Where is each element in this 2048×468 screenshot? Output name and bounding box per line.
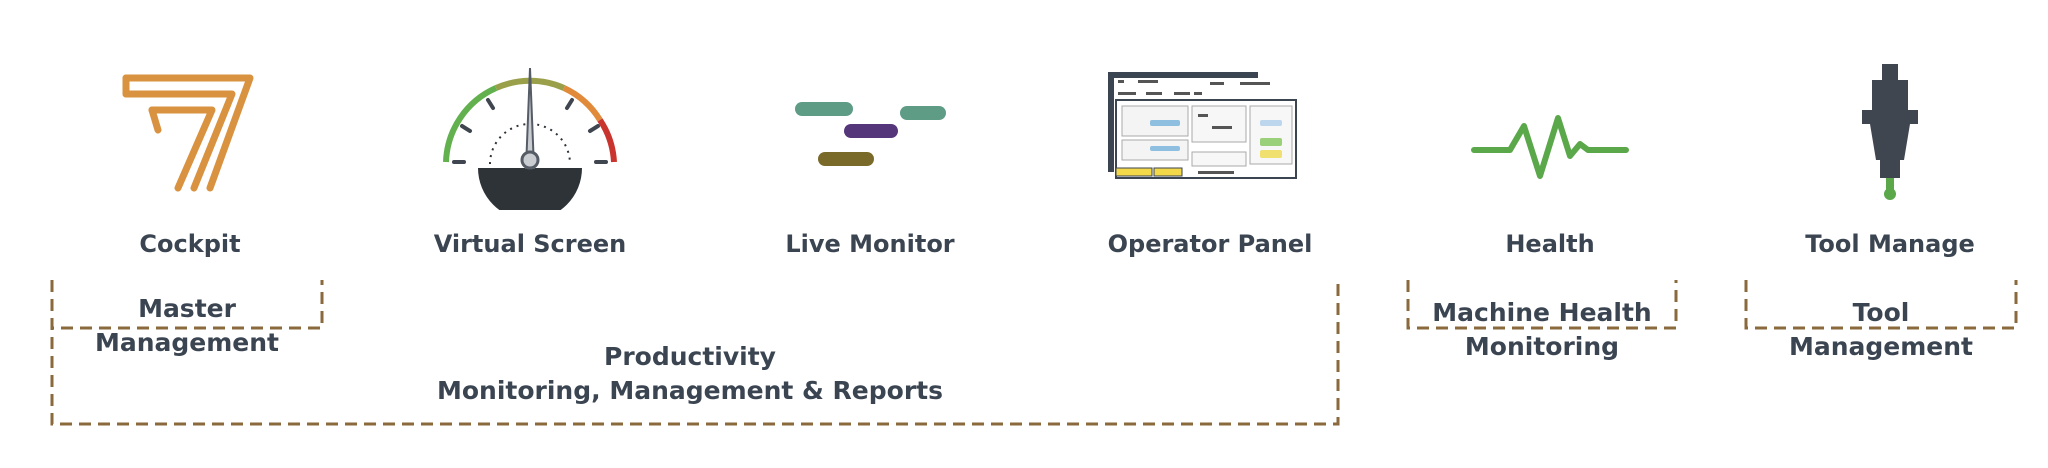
group-master-management: Master Management — [52, 292, 322, 360]
master-management-frame — [50, 280, 324, 330]
group-title: Productivity — [604, 342, 776, 371]
group-productivity: Productivity Monitoring, Management & Re… — [340, 340, 1040, 408]
group-subtitle: Management — [94, 328, 280, 357]
machine-health-frame — [1406, 280, 1678, 330]
module-label: Live Monitor — [785, 230, 955, 258]
cnc-tool-holder-icon — [1862, 64, 1918, 200]
group-subtitle: Management — [1788, 332, 1974, 361]
speedometer-gauge-icon — [443, 67, 617, 210]
module-label: Tool Manage — [1805, 230, 1975, 258]
group-title: Tool — [1852, 298, 1910, 327]
timeline-bars-icon — [795, 102, 946, 166]
tool-management-frame — [1744, 280, 2018, 330]
module-label: Cockpit — [139, 230, 241, 258]
module-label: Operator Panel — [1107, 230, 1313, 258]
module-label: Health — [1505, 230, 1595, 258]
group-machine-health: Machine Health Monitoring — [1408, 296, 1676, 364]
productivity-frame — [50, 280, 1340, 426]
cockpit-7-logo-icon — [122, 74, 254, 192]
group-subtitle: Monitoring, Management & Reports — [436, 376, 943, 405]
group-tool-management: Tool Management — [1746, 296, 2016, 364]
group-title: Master — [138, 294, 236, 323]
operator-panel-screenshot-icon — [1108, 72, 1297, 179]
group-title: Machine Health — [1432, 298, 1652, 327]
module-label: Virtual Screen — [433, 230, 627, 258]
heartbeat-pulse-icon — [1471, 115, 1629, 179]
group-subtitle: Monitoring — [1464, 332, 1620, 361]
